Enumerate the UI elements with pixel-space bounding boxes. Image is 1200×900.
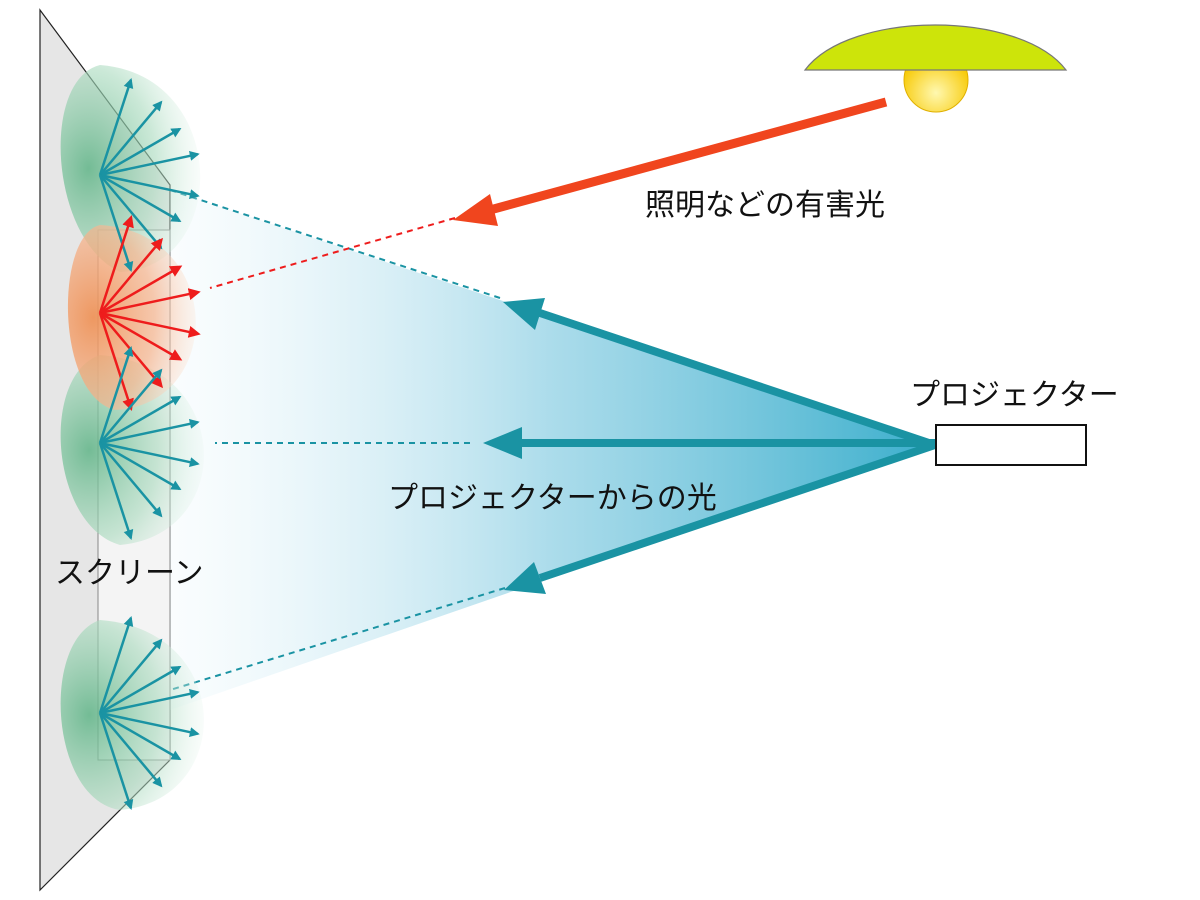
reflected-ray-top-1 — [98, 77, 134, 176]
reflected-ray-bottom-3 — [99, 665, 182, 715]
reflected-ray-middle-6 — [99, 441, 182, 491]
reflected-ray-middle-1 — [98, 345, 134, 444]
reflected-ray-middle-5 — [99, 441, 200, 468]
harmful-light-arrow — [488, 97, 888, 215]
projector-label: プロジェクター — [910, 378, 1119, 413]
reflected-ray-middle-3 — [99, 395, 182, 445]
reflected-ray-red-6 — [99, 311, 183, 361]
reflected-ray-red-4 — [99, 288, 201, 315]
screen-label: スクリーン — [55, 556, 204, 591]
harmful-light-label: 照明などの有害光 — [645, 188, 885, 223]
reflection-lobe-orange — [67, 225, 196, 410]
harmful-ray-dashed — [209, 217, 456, 289]
reflected-ray-middle-4 — [99, 418, 200, 445]
reflected-ray-bottom-2 — [99, 638, 163, 714]
reflected-ray-top-7 — [99, 174, 163, 250]
projector-box-icon — [935, 424, 1087, 466]
projector-arrow-middle-head — [483, 427, 522, 459]
reflected-ray-top-5 — [99, 173, 200, 200]
reflected-ray-middle-2 — [99, 368, 163, 444]
projector-arrow-bottom-head — [504, 562, 546, 594]
reflected-ray-top-8 — [98, 174, 134, 273]
reflected-ray-middle-7 — [99, 442, 163, 518]
harmful-light-arrow-head — [453, 194, 498, 226]
projector-ray-dashed-bottom — [169, 587, 506, 691]
projector-light-label: プロジェクターからの光 — [388, 481, 717, 516]
reflected-ray-bottom-1 — [98, 615, 134, 714]
reflected-ray-middle-8 — [98, 442, 134, 541]
reflected-ray-red-8 — [98, 312, 134, 411]
projector-arrow-top — [538, 309, 937, 449]
reflected-ray-red-1 — [98, 215, 134, 314]
reflected-ray-top-2 — [99, 100, 163, 176]
reflected-ray-top-4 — [99, 150, 200, 177]
reflected-rays-top — [98, 77, 200, 273]
reflected-ray-top-3 — [99, 127, 182, 177]
projector-arrow-top-head — [503, 298, 545, 330]
reflected-ray-bottom-4 — [99, 688, 200, 715]
reflected-ray-red-5 — [99, 311, 201, 338]
projector-ray-dashed-top — [169, 189, 501, 299]
ceiling-lamp-icon — [803, 24, 1068, 113]
reflection-lobe-green-4 — [60, 620, 204, 810]
reflected-ray-red-2 — [99, 237, 164, 314]
reflected-ray-red-3 — [99, 265, 183, 315]
reflected-ray-bottom-5 — [99, 711, 200, 738]
projector-arrow-bottom — [538, 441, 937, 582]
reflected-ray-top-6 — [99, 173, 182, 223]
reflected-rays-middle — [98, 345, 200, 541]
reflected-ray-bottom-8 — [98, 712, 134, 811]
reflected-ray-bottom-6 — [99, 711, 182, 761]
reflected-rays-bottom — [98, 615, 200, 811]
projector-beam — [170, 190, 935, 710]
reflected-ray-bottom-7 — [99, 712, 163, 788]
